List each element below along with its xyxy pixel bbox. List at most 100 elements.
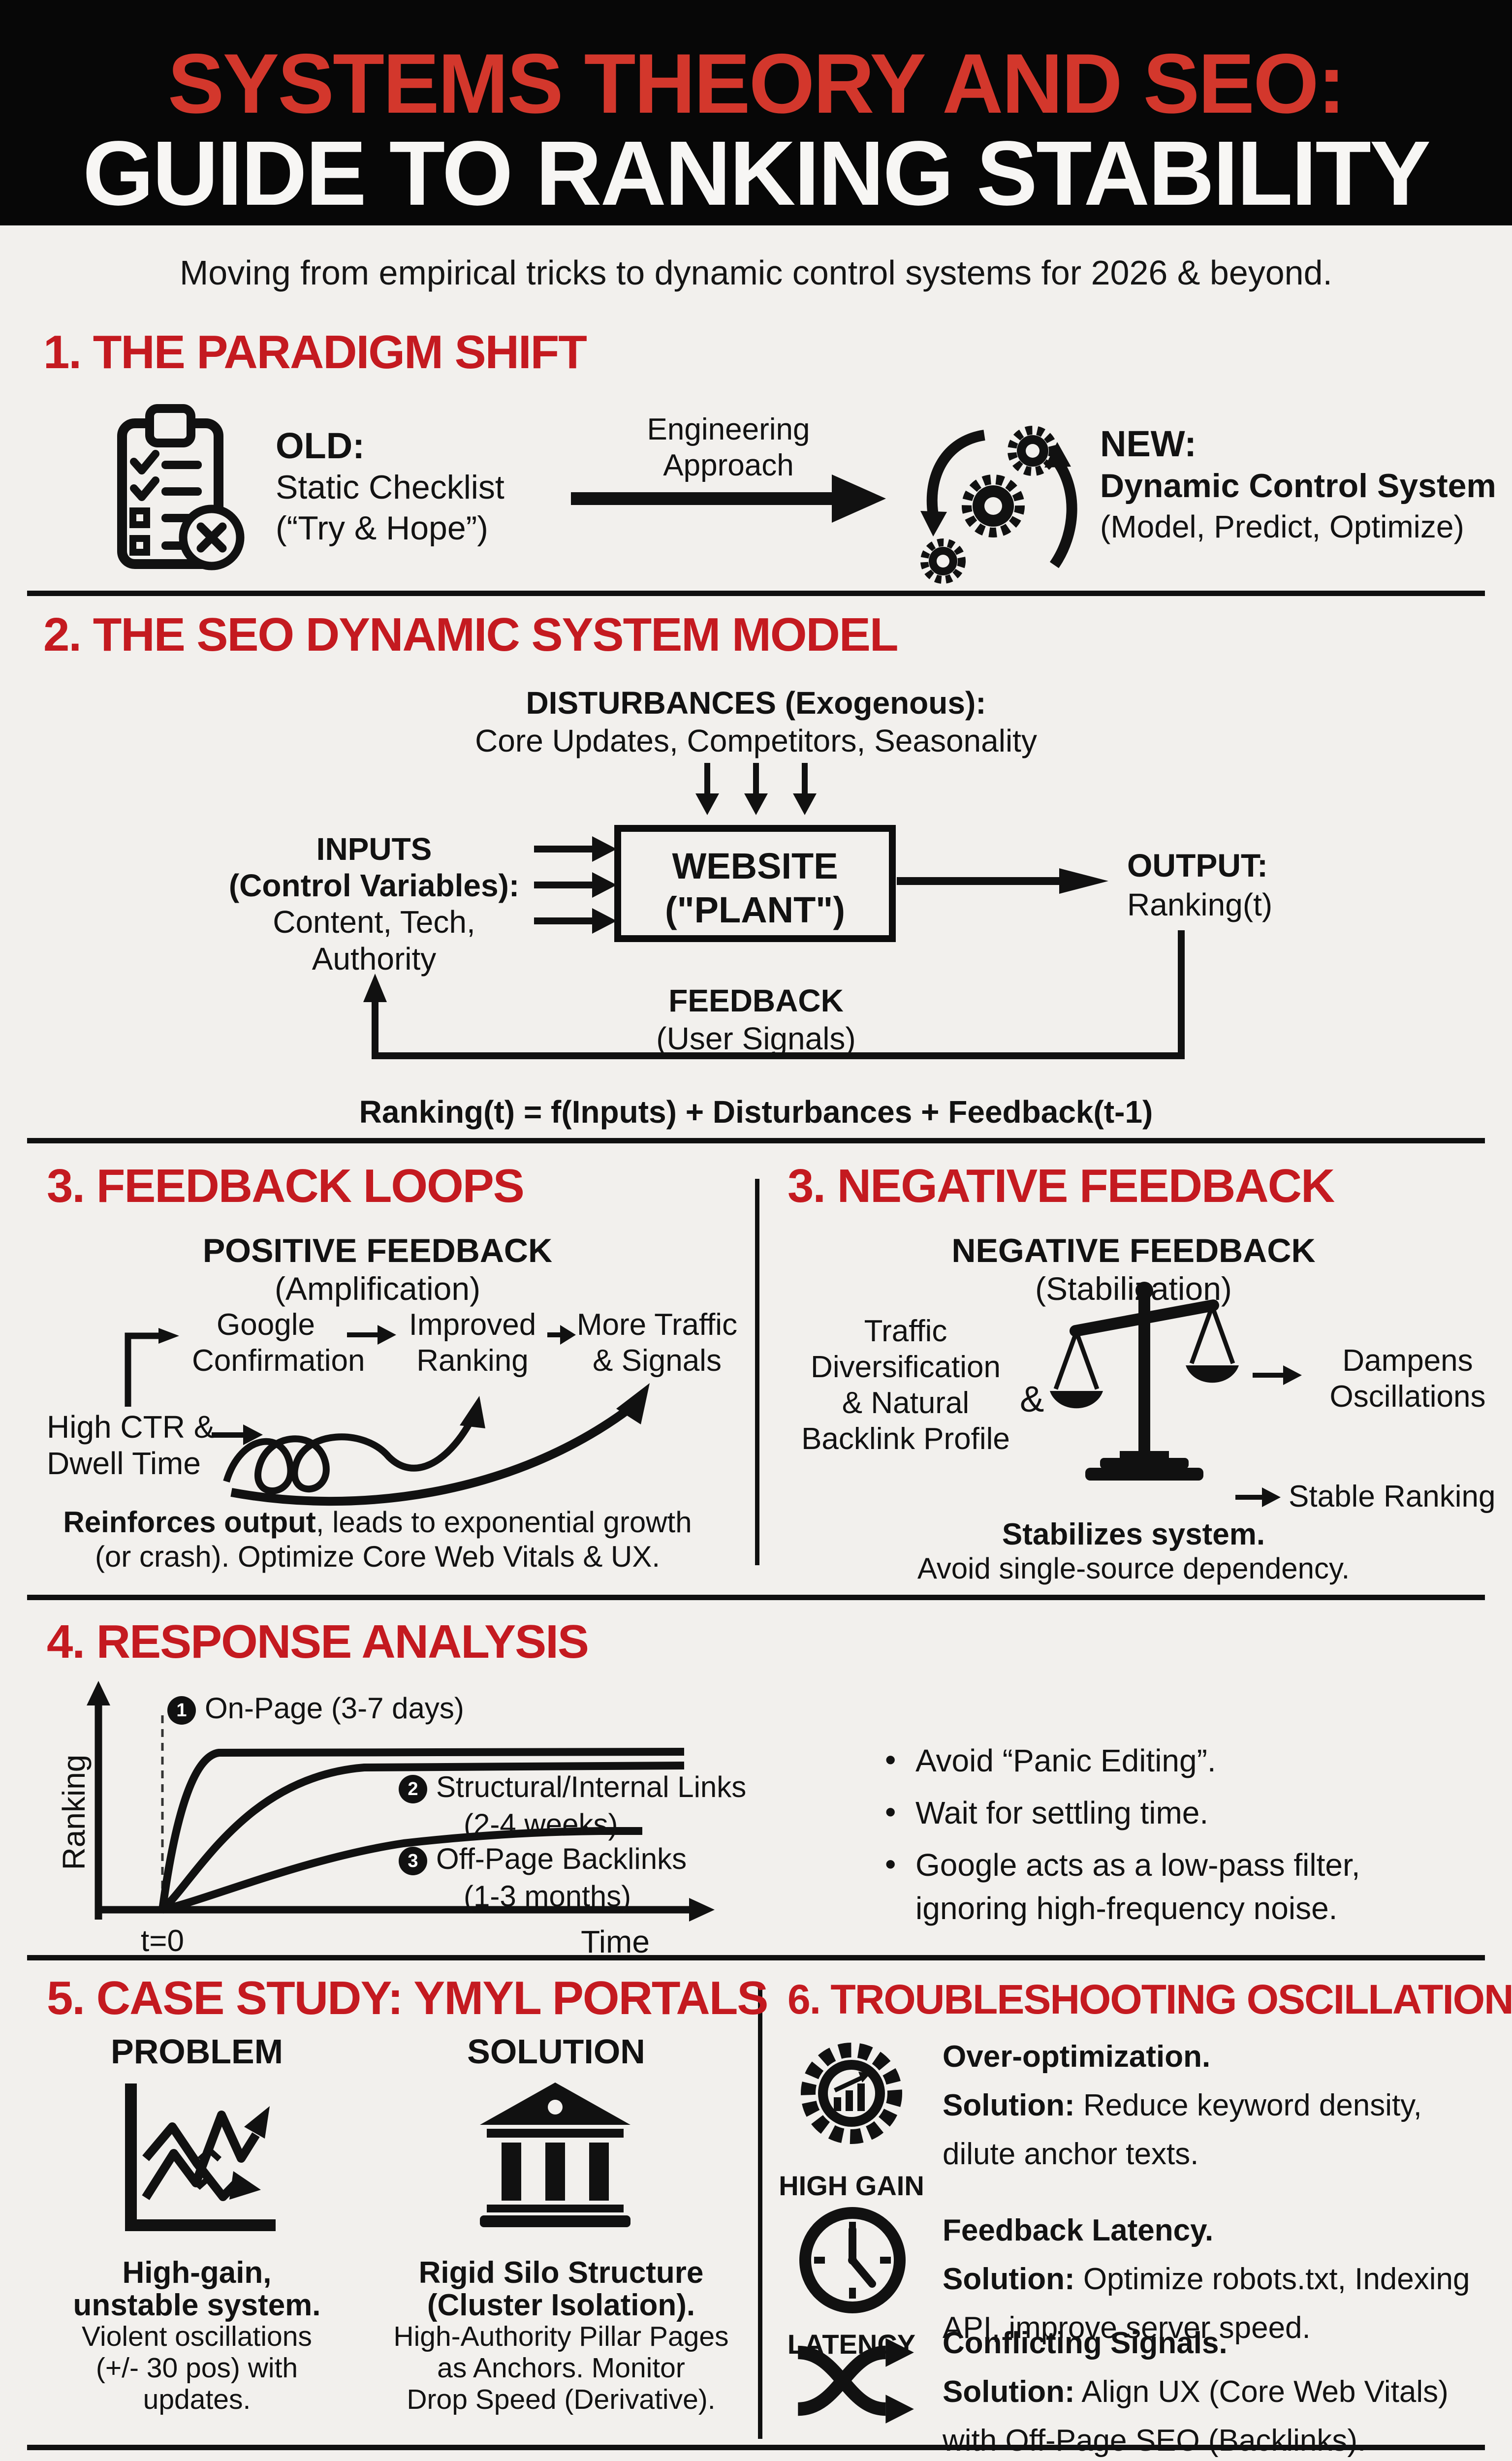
loop-entry-arrow — [212, 1424, 263, 1445]
dampens-l2: Oscillations — [1329, 1380, 1486, 1414]
section5-column-divider — [758, 1984, 762, 2439]
subtitle: Moving from empirical tricks to dynamic … — [180, 253, 1332, 292]
flow-arrow-1 — [347, 1325, 396, 1345]
disturbances-label: DISTURBANCES (Exogenous): Core Updates, … — [372, 684, 1140, 760]
positive-footnote-l1: Reinforces output, leads to exponential … — [0, 1505, 755, 1539]
arrow-label: Engineering Approach — [571, 411, 886, 483]
row1-solution-label: Solution: — [943, 2088, 1075, 2123]
flow-node-ranking-l2: Ranking — [416, 1344, 529, 1378]
chart-t0-label: t=0 — [141, 1924, 184, 1958]
clock-icon — [799, 2207, 906, 2313]
diversification-l3: & Natural — [842, 1386, 970, 1420]
row2-text: Feedback Latency. Solution: Optimize rob… — [943, 2212, 1509, 2346]
row1-title: Over-optimization. — [943, 2040, 1211, 2074]
flow-node-traffic: More Traffic & Signals — [576, 1307, 738, 1379]
curve3-text: Off-Page Backlinks — [436, 1842, 687, 1875]
response-bullets: Avoid “Panic Editing”. Wait for settling… — [881, 1741, 1491, 1926]
system-formula: Ranking(t) = f(Inputs) + Disturbances + … — [359, 1094, 1153, 1130]
balance-scale-icon — [1050, 1282, 1239, 1481]
row1-solution-l1: Solution: Reduce keyword density, — [943, 2087, 1509, 2123]
negative-feedback-title: NEGATIVE FEEDBACK — [951, 1232, 1316, 1269]
row3-solution-l2: with Off-Page SEO (Backlinks). — [943, 2424, 1366, 2458]
row3-title: Conflicting Signals. — [943, 2326, 1228, 2360]
loop-corner-arrow — [125, 1328, 179, 1407]
flow-arrow-2 — [547, 1325, 576, 1345]
positive-footnote-bold: Reinforces output — [63, 1506, 316, 1539]
problem-l4: (+/- 30 pos) with — [95, 2352, 298, 2384]
section3-left-heading: 3. FEEDBACK LOOPS — [47, 1160, 525, 1212]
dampens-label: Dampens Oscillations — [1304, 1343, 1511, 1415]
flow-node-ranking: Improved Ranking — [399, 1307, 546, 1379]
high-ctr-label: High CTR & Dwell Time — [47, 1409, 215, 1482]
solution-l1: Rigid Silo Structure — [418, 2256, 704, 2290]
flow-node-traffic-l2: & Signals — [593, 1344, 722, 1378]
section6-heading: 6. TROUBLESHOOTING OSCILLATIONS — [788, 1976, 1512, 2022]
feedback-line2: (User Signals) — [656, 1020, 856, 1056]
new-text-block: NEW: Dynamic Control System (Model, Pred… — [1100, 422, 1496, 546]
stable-arrow — [1235, 1487, 1281, 1507]
diversification-l2: Diversification — [811, 1350, 1001, 1385]
output-line2: Ranking(t) — [1127, 886, 1273, 922]
new-label: NEW: — [1100, 423, 1197, 464]
arrow-label-line2: Approach — [663, 448, 794, 483]
curve3-number: 3 — [399, 1847, 427, 1876]
row3-solution-l1: Solution: Align UX (Core Web Vitals) — [943, 2374, 1509, 2410]
curve2-label2: (2-4 weeks) — [464, 1808, 618, 1841]
bullet-2: Wait for settling time. — [881, 1794, 1491, 1831]
row1-text: Over-optimization. Solution: Reduce keyw… — [943, 2039, 1509, 2172]
diversification-l4: Backlink Profile — [801, 1422, 1010, 1456]
flow-node-google-l2: Confirmation — [192, 1344, 365, 1378]
gear-center — [962, 474, 1025, 537]
bullet-3-line1: Google acts as a low-pass filter, — [881, 1846, 1491, 1883]
system-model-arrows — [363, 763, 1185, 1059]
header-banner: SYSTEMS THEORY AND SEO: GUIDE TO RANKING… — [0, 0, 1512, 225]
solution-l3: High-Authority Pillar Pages — [393, 2321, 729, 2353]
divider-5 — [27, 2445, 1485, 2450]
diversification-label: Traffic Diversification & Natural Backli… — [768, 1313, 1043, 1457]
bullet-3-line2: ignoring high-frequency noise. — [915, 1891, 1338, 1926]
diversification-l1: Traffic — [864, 1314, 947, 1348]
inputs-label: INPUTS (Control Variables): Content, Tec… — [177, 831, 571, 977]
positive-footnote-rest: , leads to exponential growth — [315, 1506, 692, 1539]
unstable-chart-icon — [125, 2083, 276, 2231]
section4-heading: 4. RESPONSE ANALYSIS — [47, 1615, 589, 1668]
gear-bottom — [920, 538, 966, 584]
response-chart — [87, 1681, 715, 1922]
old-text-block: OLD: Static Checklist (“Try & Hope”) — [276, 424, 504, 549]
row3-text: Conflicting Signals. Solution: Align UX … — [943, 2325, 1509, 2459]
stable-ranking-label: Stable Ranking — [1289, 1480, 1496, 1514]
solution-text: Rigid Silo Structure (Cluster Isolation)… — [379, 2257, 743, 2416]
curve2-number: 2 — [399, 1775, 427, 1804]
output-line1: OUTPUT: — [1127, 847, 1268, 883]
old-label: OLD: — [276, 425, 365, 466]
solution-title: SOLUTION — [467, 2032, 645, 2071]
solution-l2: (Cluster Isolation). — [427, 2288, 695, 2322]
high-ctr-l1: High CTR & — [47, 1409, 215, 1445]
page-title-line2: GUIDE TO RANKING STABILITY — [82, 123, 1431, 224]
section1-heading: 1. THE PARADIGM SHIFT — [43, 326, 587, 379]
gear-top — [1008, 426, 1058, 476]
inputs-line2: (Control Variables): — [228, 868, 520, 904]
inputs-line4: Authority — [312, 941, 437, 977]
old-line1: Static Checklist — [276, 469, 504, 506]
problem-title: PROBLEM — [111, 2032, 283, 2071]
curve3-label2: (1-3 months) — [464, 1880, 631, 1913]
curve1-text: On-Page (3-7 days) — [205, 1692, 464, 1725]
arrow-label-line1: Engineering — [647, 412, 810, 446]
page-title-line1: SYSTEMS THEORY AND SEO: — [167, 36, 1346, 131]
negative-footnote-l1: Stabilizes system. — [1002, 1517, 1265, 1551]
high-ctr-l2: Dwell Time — [47, 1446, 201, 1482]
bank-silo-icon — [480, 2082, 630, 2227]
chart-xlabel: Time — [581, 1924, 650, 1959]
feedback-line1: FEEDBACK — [668, 983, 844, 1018]
feedback-label: FEEDBACK (User Signals) — [372, 982, 1140, 1058]
section2-heading: 2. THE SEO DYNAMIC SYSTEM MODEL — [43, 608, 899, 661]
inputs-line1: INPUTS — [316, 831, 432, 867]
problem-text: High-gain, unstable system. Violent osci… — [49, 2257, 345, 2416]
curve3-label: 3 Off-Page Backlinks — [399, 1842, 687, 1876]
positive-feedback-subtitle: (Amplification) — [274, 1270, 481, 1307]
negative-feedback-subtitle: (Stabilization) — [1035, 1270, 1232, 1307]
bullet-1: Avoid “Panic Editing”. — [881, 1741, 1491, 1779]
inputs-line3: Content, Tech, — [273, 904, 475, 940]
